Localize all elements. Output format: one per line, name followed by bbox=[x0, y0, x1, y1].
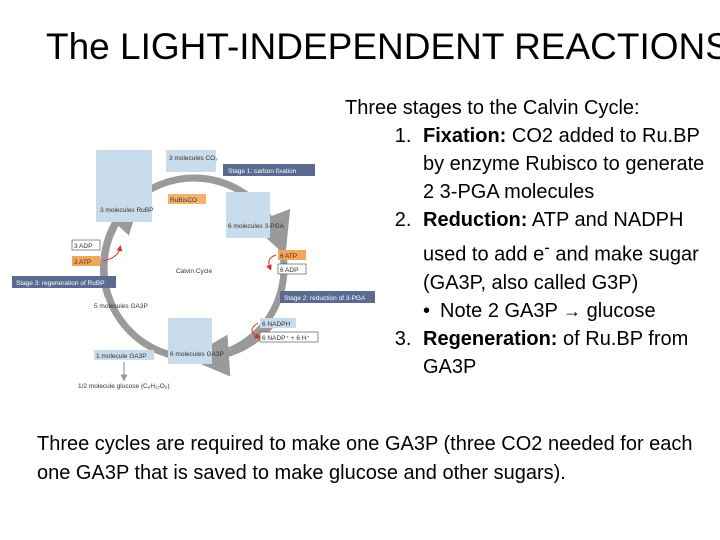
nadp-label: 6 NADP⁺ + 6 H⁺ bbox=[262, 335, 310, 342]
pga-label: 6 molecules 3-PGA bbox=[228, 223, 285, 230]
atp-left-label: 3 ATP bbox=[74, 259, 91, 266]
rubisco-label: RuBisCO bbox=[170, 197, 197, 204]
adp-right-label: 6 ADP bbox=[280, 267, 298, 274]
atp-right-box bbox=[278, 250, 306, 260]
stages-block: Three stages to the Calvin Cycle: Fixati… bbox=[345, 94, 715, 381]
glucose-label: 1/2 molecule glucose (C₆H₁₂O₆) bbox=[78, 383, 170, 390]
stage3-label: Stage 3: regeneration of RuBP bbox=[16, 280, 105, 287]
center-label: Calvin Cycle bbox=[176, 268, 213, 275]
stage-regeneration: Regeneration: of Ru.BP from GA3P bbox=[417, 325, 715, 381]
ga3p-out-box bbox=[94, 350, 154, 360]
pga-box bbox=[226, 192, 270, 238]
stage-fixation-label: Fixation: bbox=[423, 125, 507, 147]
atp-right-arrow bbox=[266, 254, 277, 271]
ga3p-box-label: 6 molecules GA3P bbox=[170, 351, 224, 358]
adp-left-box bbox=[71, 239, 101, 251]
stages-list: Fixation: CO2 added to Ru.BP by enzyme R… bbox=[345, 122, 715, 381]
rubisco-box bbox=[168, 194, 206, 204]
stage1-label: Stage 1: carbon fixation bbox=[228, 168, 297, 175]
ga3p-out-label: 1 molecule GA3P bbox=[96, 353, 147, 360]
nadph-label: 6 NADPH bbox=[262, 321, 290, 328]
note-post: glucose bbox=[586, 299, 656, 322]
co2-label: 3 molecules CO₂ bbox=[169, 155, 218, 162]
adp-right-box bbox=[277, 263, 307, 275]
stage-regeneration-label: Regeneration: bbox=[423, 327, 558, 350]
nadph-arrow bbox=[251, 322, 261, 339]
bottom-text: Three cycles are required to make one GA… bbox=[37, 433, 693, 484]
stages-intro: Three stages to the Calvin Cycle: bbox=[345, 97, 640, 119]
stage-regeneration-text: of Ru.BP from GA3P bbox=[423, 327, 689, 378]
atp-right-label: 6 ATP bbox=[280, 253, 297, 260]
stage-reduction-text-pre: ATP and NADPH used to add e bbox=[423, 209, 684, 266]
stage-reduction: Reduction: ATP and NADPH used to add e- … bbox=[417, 206, 715, 325]
slide-title: The LIGHT-INDEPENDENT REACTIONS bbox=[46, 26, 720, 67]
bullet-icon: • bbox=[423, 299, 431, 322]
co2-box bbox=[166, 150, 216, 172]
ga3p-five-label: 5 molecules GA3P bbox=[94, 303, 148, 310]
atp-left-box bbox=[72, 256, 100, 266]
atp-left-arrow bbox=[102, 245, 123, 262]
nadph-box bbox=[260, 318, 296, 328]
stage-fixation: Fixation: CO2 added to Ru.BP by enzyme R… bbox=[417, 122, 715, 206]
stage-reduction-text-post: and make sugar (GA3P, also called G3P) bbox=[423, 243, 699, 294]
reduction-sublist: • Note 2 GA3P → glucose bbox=[423, 297, 715, 325]
stage3-bar bbox=[12, 276, 116, 288]
adp-left-label: 3 ADP bbox=[74, 243, 92, 250]
calvin-cycle-diagram: Calvin Cycle Stage 1: carbon fixation St… bbox=[12, 150, 375, 390]
stage-fixation-text: CO2 added to Ru.BP by enzyme Rubisco to … bbox=[423, 125, 705, 203]
right-arrow-icon: → bbox=[563, 300, 582, 321]
cycle-arrow-bottom bbox=[187, 323, 273, 377]
reduction-note: • Note 2 GA3P → glucose bbox=[423, 297, 715, 325]
stage-reduction-label: Reduction: bbox=[423, 209, 528, 231]
rubp-box bbox=[96, 150, 152, 222]
electron-superscript: - bbox=[544, 238, 550, 257]
note-pre: Note 2 GA3P bbox=[440, 299, 558, 322]
ga3p-box bbox=[168, 318, 212, 364]
stage2-label: Stage 2: reduction of 3-PGA bbox=[284, 295, 366, 302]
stage2-bar bbox=[280, 291, 375, 303]
rubp-label: 3 molecules RuBP bbox=[100, 207, 153, 214]
stage1-bar bbox=[223, 164, 315, 176]
